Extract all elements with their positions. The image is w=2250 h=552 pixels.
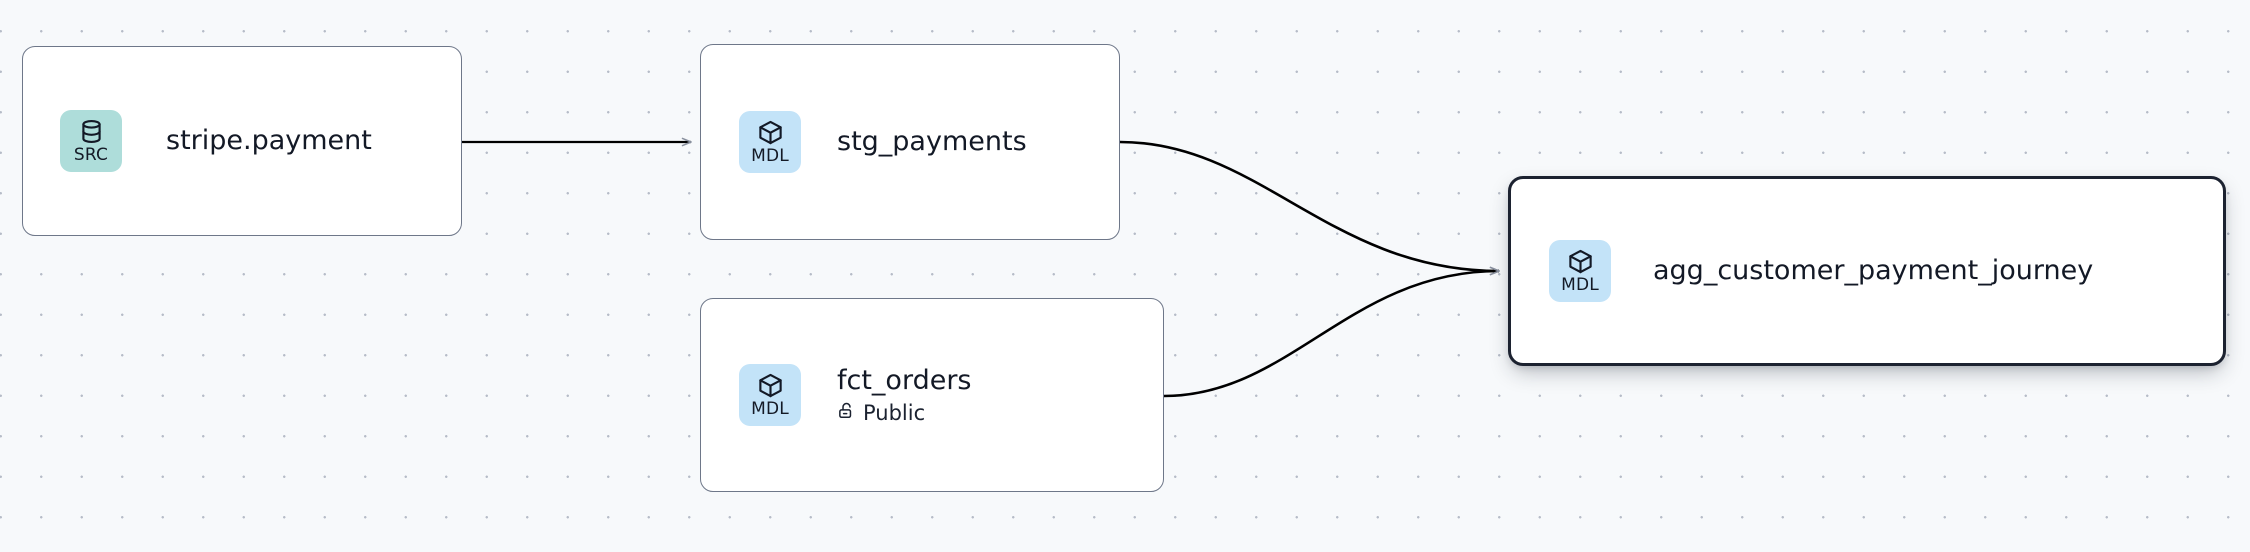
edge-stg-to-agg: [1119, 140, 1500, 276]
badge-src: SRC: [60, 110, 122, 172]
node-agg-customer-payment-journey[interactable]: MDL agg_customer_payment_journey: [1508, 176, 2226, 366]
node-title: agg_customer_payment_journey: [1653, 255, 2094, 286]
cube-icon: [757, 372, 784, 399]
node-title: fct_orders: [837, 365, 972, 396]
cube-icon: [757, 119, 784, 146]
node-stripe-payment[interactable]: SRC stripe.payment: [22, 46, 462, 236]
node-title: stripe.payment: [166, 125, 372, 156]
node-body: fct_orders Public: [837, 365, 972, 425]
node-body: agg_customer_payment_journey: [1653, 255, 2093, 287]
edge-fct-to-agg: [1163, 266, 1500, 398]
cube-icon: [1567, 248, 1594, 275]
node-visibility: Public: [837, 401, 972, 425]
visibility-label: Public: [863, 401, 926, 425]
node-stg-payments[interactable]: MDL stg_payments: [700, 44, 1120, 240]
node-title: stg_payments: [837, 126, 1027, 157]
badge-mdl: MDL: [739, 111, 801, 173]
badge-mdl: MDL: [739, 364, 801, 426]
badge-label: MDL: [1561, 275, 1599, 295]
badge-label: MDL: [751, 399, 789, 419]
node-body: stripe.payment: [166, 125, 372, 157]
badge-label: MDL: [751, 146, 789, 166]
node-body: stg_payments: [837, 126, 1027, 158]
database-icon: [78, 118, 105, 145]
node-fct-orders[interactable]: MDL fct_orders Public: [700, 298, 1164, 492]
badge-mdl: MDL: [1549, 240, 1611, 302]
unlock-icon: [837, 401, 856, 425]
badge-label: SRC: [73, 145, 109, 165]
